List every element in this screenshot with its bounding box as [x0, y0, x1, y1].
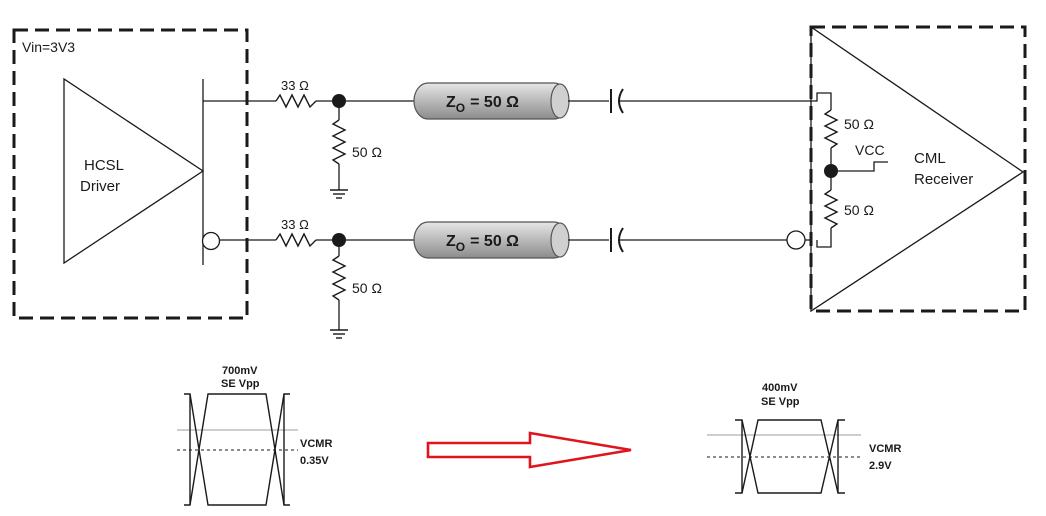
tline-sub: O — [456, 240, 465, 254]
tline-value: = 50 Ω — [470, 94, 519, 111]
svg-text:ZO= 50 Ω: ZO = 50 Ω — [446, 94, 519, 115]
series-resistor-label: 33 Ω — [281, 217, 309, 232]
receiver-block: CML Receiver 50 Ω VCC 50 Ω — [786, 25, 1027, 313]
tline-z: Z — [446, 94, 456, 111]
driver-block: Vin=3V3 HCSL Driver — [12, 28, 249, 320]
shunt-resistor-label: 50 Ω — [352, 144, 382, 160]
output-cm-line1: VCMR — [869, 443, 901, 455]
receiver-name-line2: Receiver — [914, 171, 973, 188]
receiver-name-line1: CML — [914, 150, 946, 167]
driver-triangle — [63, 77, 205, 265]
driver-name-line1: HCSL — [84, 157, 124, 174]
termination-bottom-label: 50 Ω — [844, 202, 874, 218]
input-cm-line2: 0.35V — [300, 455, 329, 467]
transmission-line: ZO = 50 Ω — [413, 82, 570, 120]
input-cm-line1: VCMR — [300, 438, 332, 450]
channel-top: 33 Ω 50 Ω ZO = 50 Ω — [203, 78, 811, 199]
shunt-resistor — [331, 255, 347, 301]
series-resistor — [275, 232, 317, 248]
driver-supply-label: Vin=3V3 — [22, 39, 75, 55]
output-amp-line1: 400mV — [762, 382, 798, 394]
output-amp-line2: SE Vpp — [761, 396, 800, 408]
vcc-label: VCC — [855, 142, 885, 158]
tline-value: = 50 Ω — [470, 233, 519, 250]
shunt-resistor-label: 50 Ω — [352, 280, 382, 296]
svg-text:ZO= 50 Ω: ZO = 50 Ω — [446, 233, 519, 254]
driver-name-line2: Driver — [80, 178, 120, 195]
wire — [811, 92, 832, 110]
termination-top-label: 50 Ω — [844, 116, 874, 132]
series-resistor-label: 33 Ω — [281, 78, 309, 93]
receiver-triangle — [810, 25, 1025, 313]
tline-sub: O — [456, 101, 465, 115]
termination-resistor-bottom — [823, 189, 839, 229]
output-cm-line2: 2.9V — [869, 460, 892, 472]
receiver-boundary — [809, 25, 1027, 313]
input-amp-line2: SE Vpp — [221, 378, 260, 390]
series-resistor — [275, 93, 317, 109]
input-eye-diagram: 700mV SE Vpp VCMR 0.35V — [177, 365, 332, 506]
receiver-inversion-bubble — [786, 230, 806, 250]
eye-traces — [184, 393, 290, 506]
vcc-wire — [831, 161, 888, 172]
shunt-resistor — [331, 119, 347, 165]
input-amp-line1: 700mV — [222, 365, 258, 377]
channel-bottom: 33 Ω 50 Ω ZO = 50 Ω — [220, 217, 787, 339]
ground-symbol — [330, 189, 348, 199]
driver-boundary — [12, 28, 249, 320]
wire — [816, 228, 832, 248]
eye-traces — [735, 419, 845, 494]
termination-resistor-top — [823, 109, 839, 149]
output-eye-diagram: 400mV SE Vpp VCMR 2.9V — [707, 382, 901, 494]
ground-symbol — [330, 329, 348, 339]
conversion-arrow — [426, 431, 632, 469]
transmission-line: ZO = 50 Ω — [413, 221, 570, 259]
driver-inversion-bubble — [201, 231, 221, 251]
tline-z: Z — [446, 233, 456, 250]
